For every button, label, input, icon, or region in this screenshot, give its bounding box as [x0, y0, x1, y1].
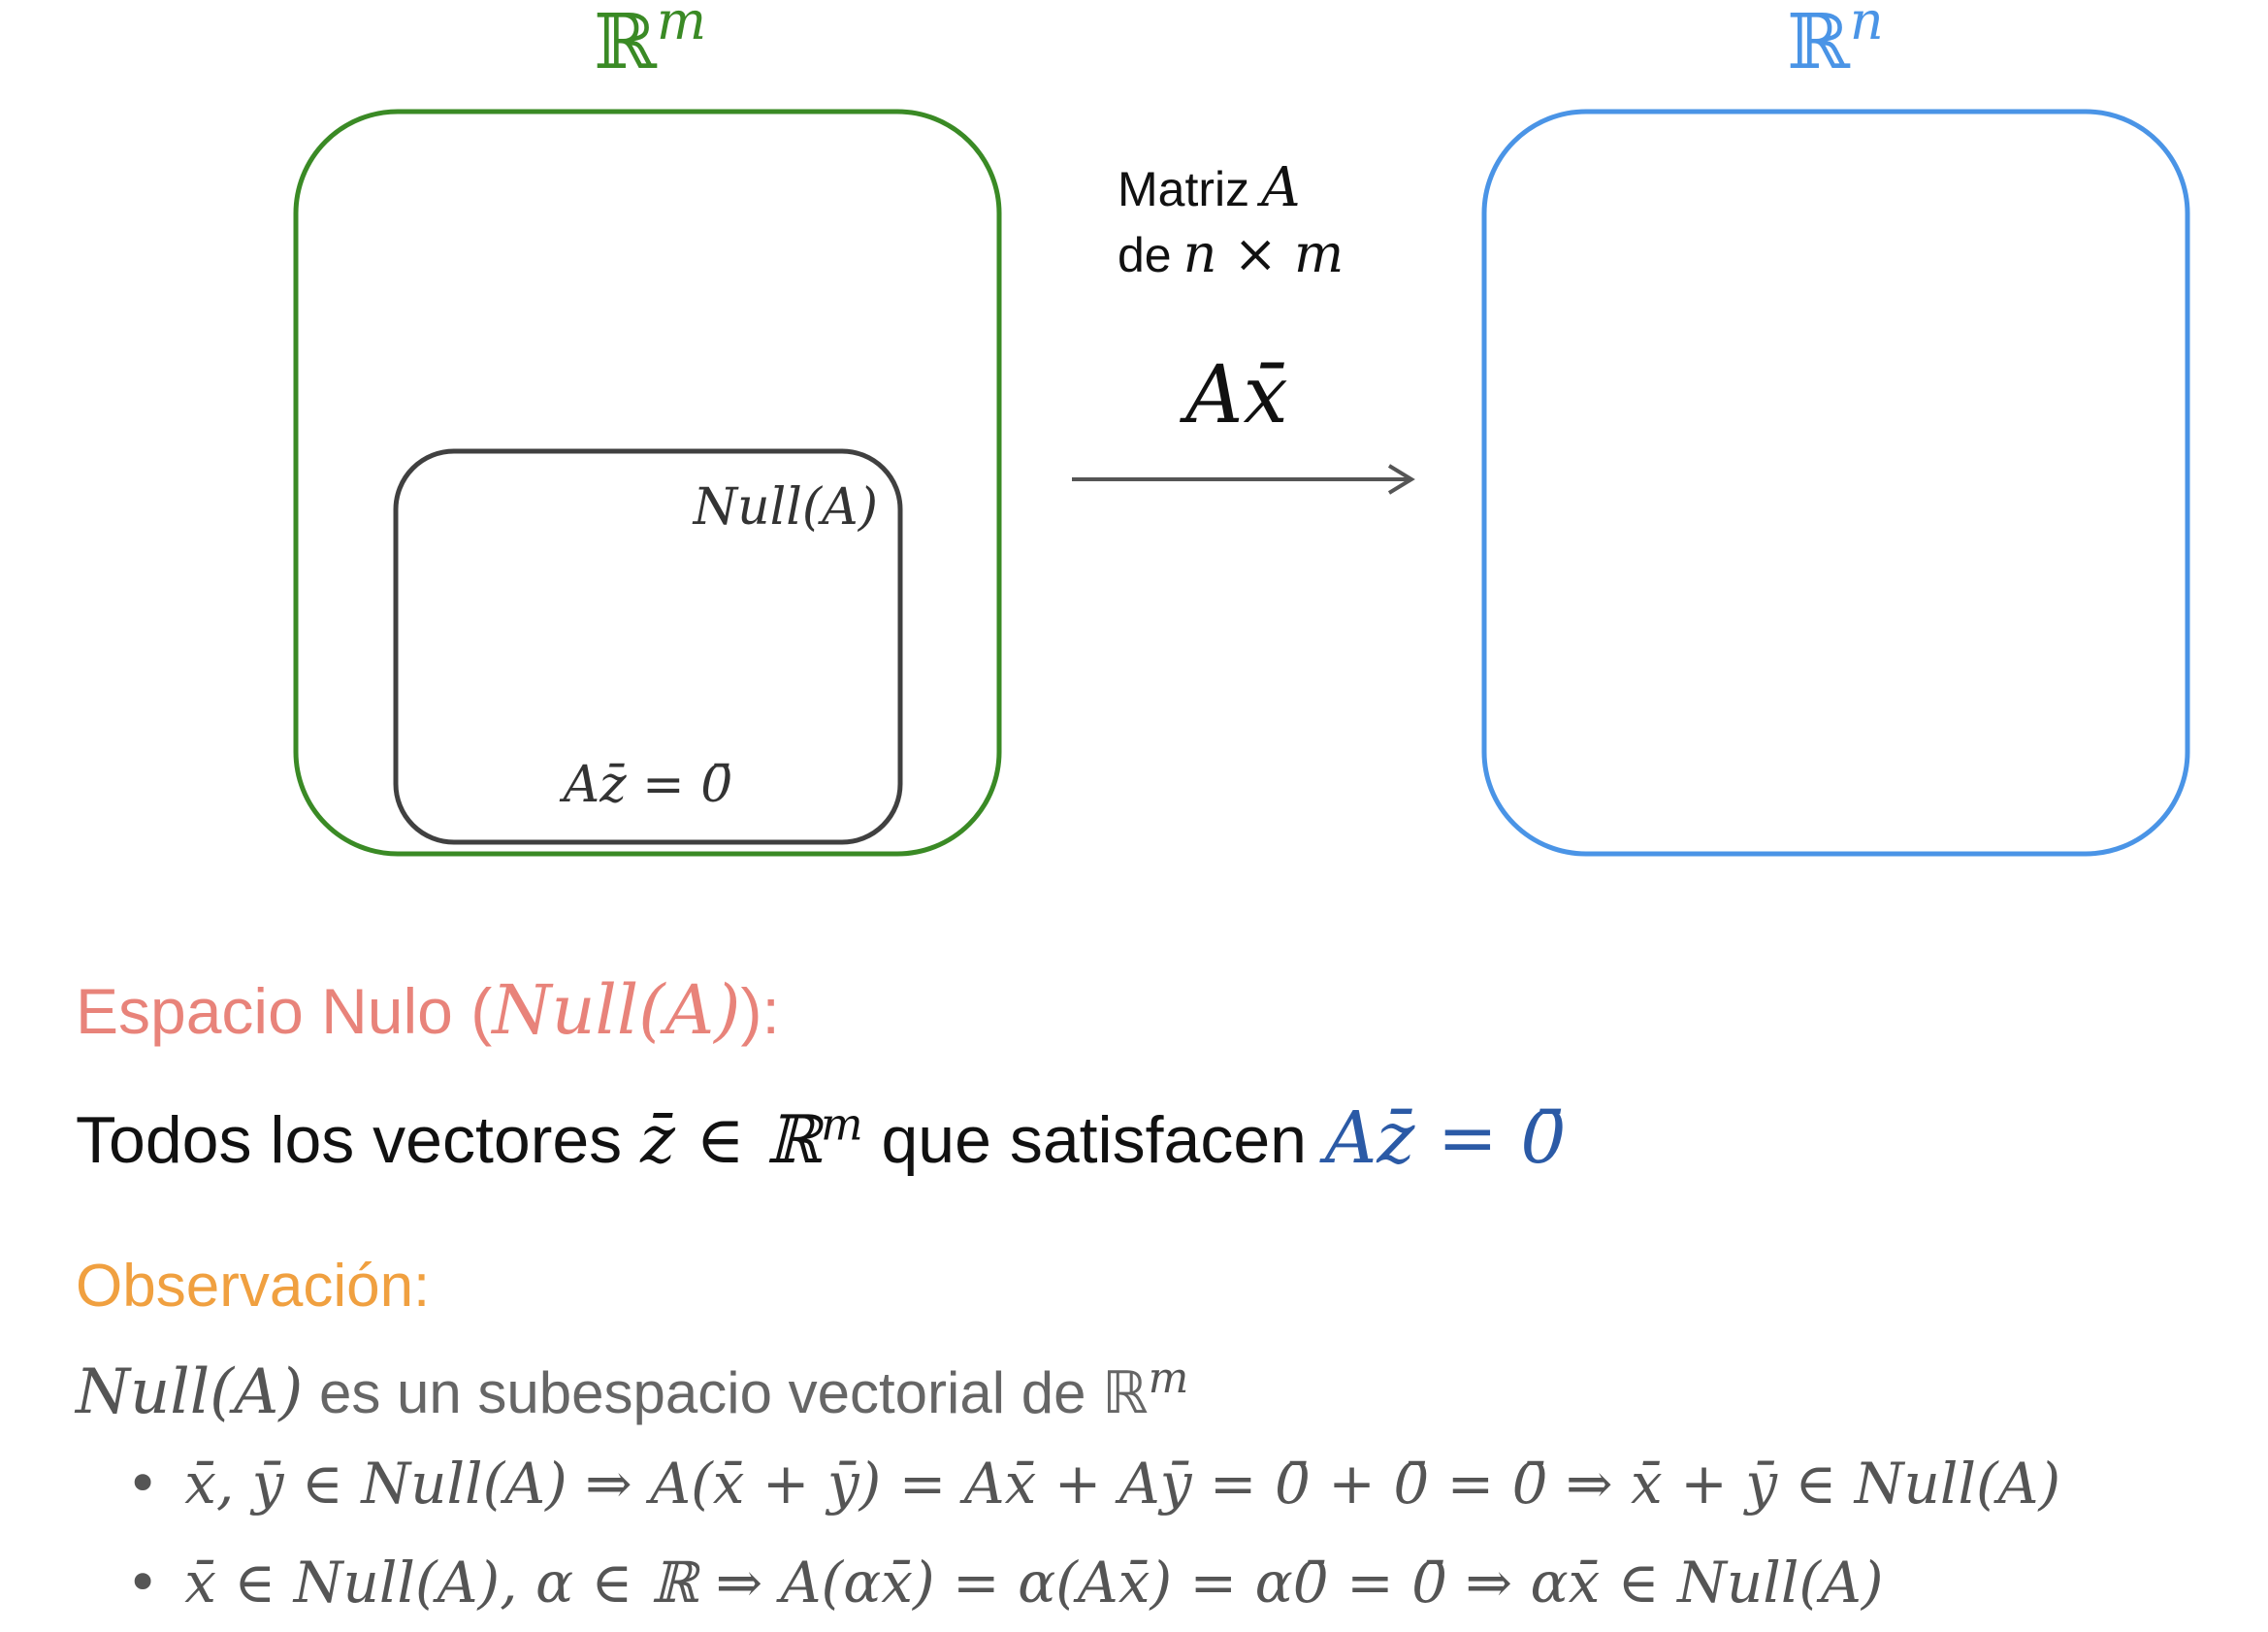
codomain-space-box: [1481, 109, 2190, 857]
observation-title: Observación:: [76, 1253, 431, 1320]
null-space-label: Null(A): [692, 478, 878, 537]
null-space-box: [393, 448, 903, 845]
domain-space-box: [293, 109, 1002, 857]
heading-suffix: ):: [740, 975, 780, 1047]
bullet-dot: •: [126, 1451, 160, 1517]
definition-middle: que satisfacen: [862, 1103, 1325, 1177]
map-arrow-head: [1387, 464, 1415, 495]
observation-text: es un subespacio vectorial de ℝ: [303, 1360, 1149, 1425]
heading-math: Null(A): [492, 970, 741, 1050]
domain-exponent: m: [657, 0, 706, 51]
map-label: Ax̄: [1179, 349, 1287, 441]
codomain-exponent: n: [1850, 0, 1884, 51]
closure-under-scalar-bullet: • x̄ ∈ Null(A), α ∈ ℝ ⇒ A(αx̄) = α(Ax̄) =…: [126, 1550, 1884, 1616]
definition-equation: Az̄ = 0̄: [1324, 1096, 1567, 1180]
bullet-text: x̄, ȳ ∈ Null(A) ⇒ A(x̄ + ȳ) = Ax̄ + Aȳ =…: [184, 1451, 2061, 1517]
null-space-heading: Espacio Nulo (Null(A)):: [76, 970, 780, 1050]
observation-exponent: m: [1148, 1354, 1189, 1403]
observation-statement: Null(A) es un subespacio vectorial de ℝm: [76, 1354, 1188, 1428]
domain-label: ℝm: [594, 0, 706, 86]
codomain-label: ℝn: [1787, 0, 1884, 86]
definition-var: z̄ ∈ ℝ: [640, 1102, 821, 1179]
null-space-equation: Az̄ = 0̄: [560, 756, 733, 814]
bullet-text: x̄ ∈ Null(A), α ∈ ℝ ⇒ A(αx̄) = α(Ax̄) = …: [184, 1550, 1884, 1616]
null-space-definition: Todos los vectores z̄ ∈ ℝm que satisface…: [76, 1096, 1566, 1180]
closure-under-addition-bullet: • x̄, ȳ ∈ Null(A) ⇒ A(x̄ + ȳ) = Ax̄ + Aȳ …: [126, 1451, 2060, 1517]
observation-math: Null(A): [76, 1356, 304, 1428]
definition-exponent: m: [820, 1097, 863, 1151]
definition-prefix: Todos los vectores: [76, 1103, 641, 1177]
heading-text: Espacio Nulo (: [76, 975, 493, 1047]
bullet-dot: •: [126, 1550, 160, 1616]
